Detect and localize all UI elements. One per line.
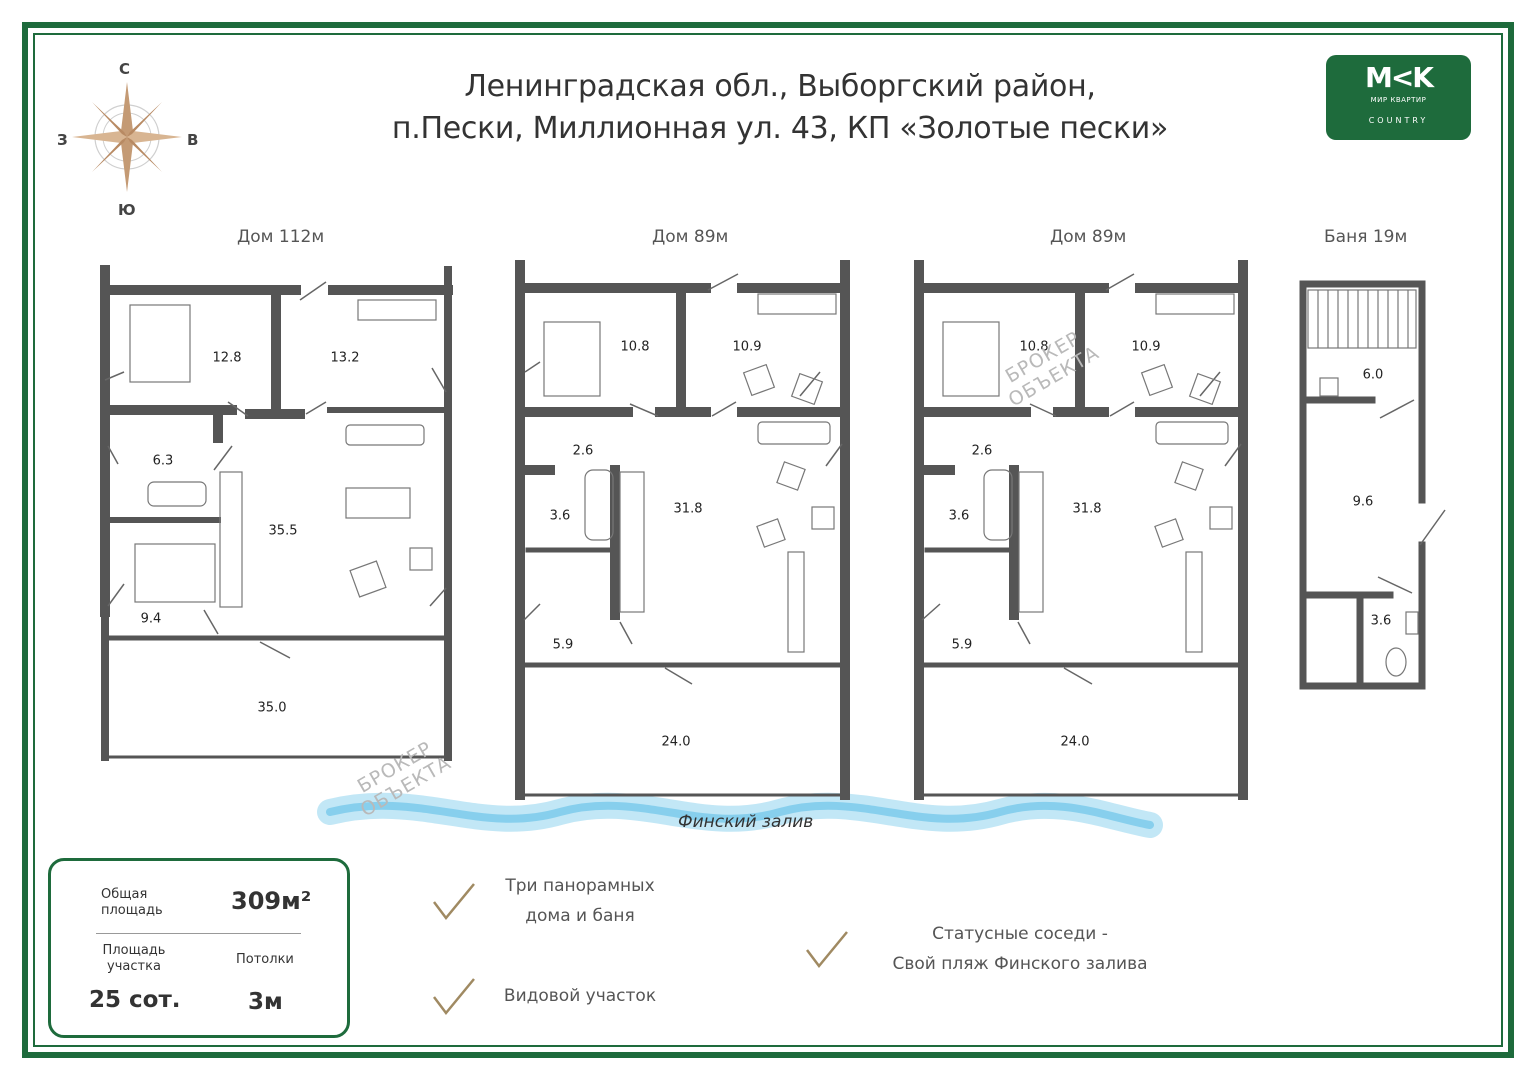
- feature-line: дома и баня: [525, 906, 635, 926]
- house-3-plan: [914, 260, 1248, 800]
- plot-area-label-line: участка: [107, 959, 161, 974]
- logo-brand: МИР КВАРТИР: [1370, 96, 1427, 104]
- room-area: 24.0: [661, 734, 691, 750]
- outer-frame: [22, 22, 1514, 1058]
- compass-east: В: [187, 131, 199, 149]
- total-area-label-line: Общая: [101, 887, 148, 902]
- room-area: 10.9: [1131, 339, 1161, 355]
- furniture: [129, 289, 1419, 677]
- check-icon: [806, 931, 848, 969]
- room-area: 10.9: [732, 339, 762, 355]
- summary-box: Общая площадь 309м² Площадь участка Пото…: [48, 858, 350, 1038]
- house-label-1: Дом 112м: [237, 227, 325, 247]
- compass-north: С: [119, 60, 131, 78]
- ceiling-label: Потолки: [236, 952, 294, 967]
- company-logo: M<K МИР КВАРТИР COUNTRY: [1326, 55, 1471, 140]
- house-label-4: Баня 19м: [1324, 227, 1408, 247]
- room-area: 31.8: [673, 501, 703, 517]
- room-area: 3.6: [549, 508, 571, 524]
- room-area: 24.0: [1060, 734, 1090, 750]
- feature-line: Статусные соседи -: [932, 924, 1108, 944]
- total-area-value: 309м²: [231, 887, 312, 915]
- room-area: 10.8: [1019, 339, 1049, 355]
- stairs-icon: [1307, 289, 1417, 349]
- compass-west: З: [57, 131, 68, 149]
- room-area: 6.3: [152, 453, 174, 469]
- title-line-2: п.Пески, Миллионная ул. 43, КП «Золотые …: [391, 111, 1169, 146]
- logo-sub: COUNTRY: [1368, 116, 1429, 125]
- room-area: 5.9: [552, 637, 574, 653]
- page-title: Ленинградская обл., Выборгский район, п.…: [330, 66, 1230, 150]
- room-area: 3.6: [948, 508, 970, 524]
- inner-frame: [33, 33, 1503, 1047]
- room-area: 13.2: [330, 350, 360, 366]
- total-area-label-line: площадь: [101, 903, 163, 918]
- room-area: 35.5: [268, 523, 298, 539]
- house-label-3: Дом 89м: [1050, 227, 1127, 247]
- feature-line: Три панорамных: [505, 876, 655, 896]
- compass-south: Ю: [118, 201, 136, 219]
- compass-rose-icon: [72, 82, 182, 192]
- house-2-plan: [515, 260, 850, 800]
- room-area: 10.8: [620, 339, 650, 355]
- room-area: 2.6: [971, 443, 993, 459]
- room-area: 3.6: [1370, 613, 1392, 629]
- ceiling-value: 3м: [248, 989, 283, 1015]
- house-label-2: Дом 89м: [652, 227, 729, 247]
- room-area: 9.4: [140, 611, 162, 627]
- room-area: 31.8: [1072, 501, 1102, 517]
- feature-view: Видовой участок: [503, 986, 657, 1006]
- plot-area-label: Площадь участка: [99, 943, 169, 975]
- room-area: 6.0: [1362, 367, 1384, 383]
- feature-line: Свой пляж Финского залива: [892, 954, 1148, 974]
- logo-mark: M<K: [1364, 61, 1434, 94]
- room-area: 9.6: [1352, 494, 1374, 510]
- room-area: 35.0: [257, 700, 287, 716]
- room-area: 5.9: [951, 637, 973, 653]
- house-1-plan: [100, 265, 453, 761]
- feature-beach: Статусные соседи - Свой пляж Финского за…: [870, 919, 1170, 979]
- feature-houses: Три панорамных дома и баня: [480, 871, 680, 931]
- divider: [96, 933, 301, 934]
- room-area: 2.6: [572, 443, 594, 459]
- room-area: 12.8: [212, 350, 242, 366]
- water-waves: [317, 792, 1163, 838]
- plot-area-value: 25 сот.: [89, 987, 181, 1013]
- check-icon: [433, 883, 475, 921]
- title-line-1: Ленинградская обл., Выборгский район,: [464, 69, 1096, 104]
- total-area-label: Общая площадь: [101, 887, 163, 919]
- plot-area-label-line: Площадь: [102, 943, 166, 958]
- bath-house-plan: [1299, 280, 1426, 690]
- check-icon: [433, 978, 475, 1016]
- water-label: Финский залив: [678, 812, 814, 832]
